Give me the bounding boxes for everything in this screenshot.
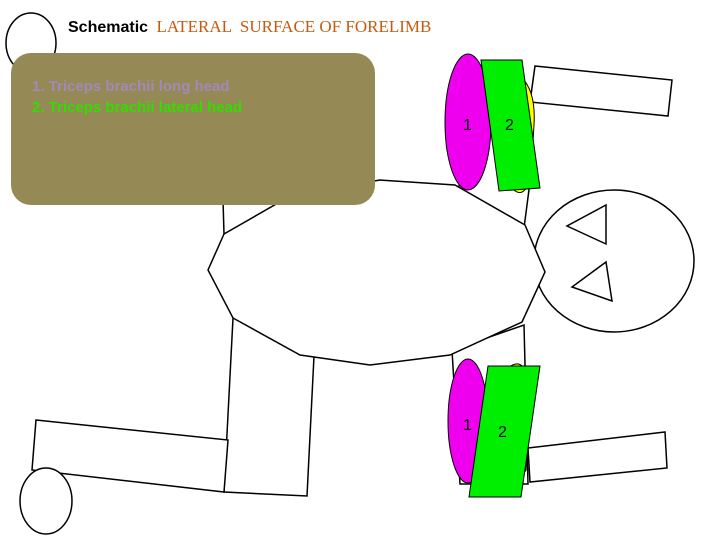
upper-right-limb-paw — [529, 65, 673, 117]
lower-foot-circle — [19, 467, 73, 535]
lower-label-1: 1 — [463, 417, 472, 434]
diagram-title: Schematic LATERAL SURFACE OF FORELIMB — [68, 17, 431, 37]
lower-lateral-head-muscle — [468, 365, 541, 498]
lower-label-2: 2 — [498, 424, 507, 441]
head — [533, 189, 695, 333]
lower-right-limb-paw — [527, 431, 668, 483]
upper-label-1: 1 — [463, 117, 472, 134]
title-main: LATERAL SURFACE OF FORELIMB — [156, 17, 432, 36]
legend-box: 1. Triceps brachii long head 2. Triceps … — [11, 53, 375, 205]
upper-eye — [565, 203, 607, 246]
legend-item-lateral-head: 2. Triceps brachii lateral head — [32, 99, 243, 116]
lower-eye — [570, 260, 613, 303]
upper-lateral-head-muscle — [480, 59, 541, 192]
upper-label-2: 2 — [505, 117, 514, 134]
lower-left-leg-lower — [31, 419, 229, 493]
body — [207, 179, 546, 366]
title-lead: Schematic — [68, 19, 149, 36]
legend-item-long-head: 1. Triceps brachii long head — [32, 78, 230, 95]
